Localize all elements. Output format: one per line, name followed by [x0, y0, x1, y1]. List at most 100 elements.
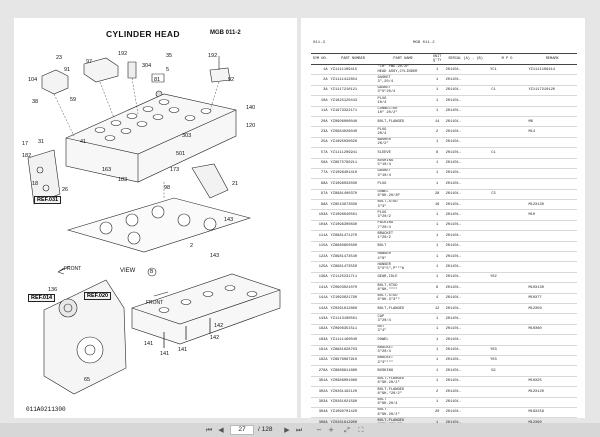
row-qty-cell: 1 — [429, 106, 445, 117]
row-qty-cell: 2 — [429, 126, 445, 138]
parts-table: SYM NO. PART NUMBER PART NAME UNIT Q'TY … — [311, 53, 577, 437]
last-page-icon[interactable]: ⏭ — [295, 426, 303, 434]
row-remark-cell: M12X130 — [527, 199, 577, 211]
row-part-number-cell: YZ0986001060 — [329, 376, 377, 388]
row-part-name-line2: 3"4" — [377, 329, 387, 334]
row-part-number-cell: YZ1111109415 — [329, 64, 377, 76]
row-serial-cell: 201101- — [444, 168, 487, 180]
row-remark-cell — [527, 397, 577, 408]
row-mpo-cell — [486, 313, 501, 325]
zoom-in-icon[interactable]: + — [328, 426, 334, 434]
row-serial-cell: 201101- — [444, 189, 487, 201]
first-page-icon[interactable]: ⏮ — [205, 426, 213, 434]
zoom-out-icon[interactable]: − — [316, 426, 322, 434]
row-ref-cell: 182A — [311, 324, 330, 336]
row-remark-cell — [527, 313, 577, 325]
row-part-number-cell: YZ1096401410 — [329, 168, 377, 180]
row-mpo-blank-cell — [500, 334, 514, 346]
row-mpo-cell — [486, 334, 501, 346]
row-remark-cell — [527, 220, 577, 232]
row-qty-cell: 1 — [429, 261, 445, 273]
row-serial-cell: 201101- — [444, 106, 487, 117]
row-part-name-line1: BOLT,FLANGED — [377, 387, 405, 392]
row-ref-cell: 125A — [311, 261, 330, 273]
row-remark-cell — [527, 230, 577, 242]
row-part-number-cell: YZ8986811880 — [329, 365, 377, 377]
row-mpo-blank-cell — [500, 64, 514, 76]
row-qty-cell: 1 — [429, 376, 445, 388]
row-part-name-line2: 3"3" — [377, 204, 387, 209]
row-part-number-cell: YZ1095030020 — [329, 137, 377, 149]
row-part-name-line1: PLUG — [377, 96, 387, 101]
row-mpo-blank-cell — [513, 386, 528, 398]
row-qty-cell: 1 — [429, 230, 445, 242]
ref-020-link[interactable]: REF.020 — [84, 292, 112, 300]
row-mpo-cell — [486, 106, 501, 117]
row-mpo-blank-cell — [500, 324, 514, 336]
row-serial-cell: 201101- — [444, 116, 487, 128]
callout-35: 35 — [166, 53, 173, 59]
row-part-name-line2: 3",20/4 — [377, 80, 394, 85]
row-mpo-cell — [486, 137, 501, 149]
row-part-name-line2: 20/2" — [377, 142, 389, 147]
fullscreen-icon[interactable]: ⛶ — [358, 426, 364, 434]
row-mpo-blank-cell — [513, 313, 528, 325]
callout-21: 21 — [232, 181, 239, 187]
row-remark-cell: M12X50 — [527, 303, 577, 315]
row-part-number-cell: YZ8981473550 — [329, 261, 377, 273]
row-part-name-line2: 3"20/2 — [377, 215, 391, 220]
row-part-number-cell: YZ8981473540 — [329, 251, 377, 263]
row-part-name-line1: BOLT,FLANGED — [377, 377, 405, 382]
ref-014-link[interactable]: REF.014 — [28, 294, 56, 302]
row-part-number-cell: YZ0261021590 — [329, 397, 377, 408]
viewer-toolbar: ⏮ ◀ 27 / 128 ▶ ⏭ − + ⤢ ⛶ — [0, 423, 600, 437]
ref-031-link[interactable]: REF.031 — [34, 196, 62, 204]
prev-page-icon[interactable]: ◀ — [218, 426, 224, 434]
page-number-input[interactable]: 27 — [230, 425, 254, 435]
row-ref-cell: 303A — [311, 397, 330, 408]
row-ref-cell: 302A — [311, 386, 330, 398]
row-mpo-blank-cell — [513, 85, 528, 97]
row-serial-cell: 201101- — [444, 355, 487, 367]
row-part-name-line1: BOLT,STUD — [377, 200, 398, 205]
row-ref-cell: 97A — [311, 189, 330, 201]
row-part-name-line2: 8"9H,"""" — [377, 287, 398, 292]
row-mpo-blank-cell — [500, 261, 514, 273]
row-remark-cell — [527, 189, 577, 201]
row-part-name-line2: 10/4 — [377, 100, 387, 105]
fit-icon[interactable]: ⤢ — [344, 426, 350, 434]
row-mpo-cell — [486, 293, 501, 305]
row-ref-cell: 304A — [311, 407, 330, 419]
row-part-name-line2: 20/4 — [377, 132, 387, 137]
next-page-icon[interactable]: ▶ — [284, 426, 290, 434]
view-b-letter: B — [150, 269, 154, 275]
row-qty-cell: 12 — [429, 303, 445, 315]
row-part-name-line1: NUT — [377, 325, 385, 330]
row-ref-cell: 58A — [311, 158, 330, 169]
row-mpo-blank-cell — [513, 189, 528, 201]
row-remark-cell — [527, 345, 577, 356]
row-mpo-blank-cell — [500, 355, 514, 367]
total-pages-label: / 128 — [258, 426, 273, 433]
row-part-name-line1: BOLT,FLANGED — [377, 119, 405, 124]
row-mpo-cell: C1 — [486, 85, 501, 97]
row-serial-cell: 201101- — [444, 303, 487, 315]
row-ref-cell: 104A — [311, 220, 330, 232]
row-remark-cell — [527, 74, 577, 86]
row-serial-cell: 201101- — [444, 386, 487, 398]
